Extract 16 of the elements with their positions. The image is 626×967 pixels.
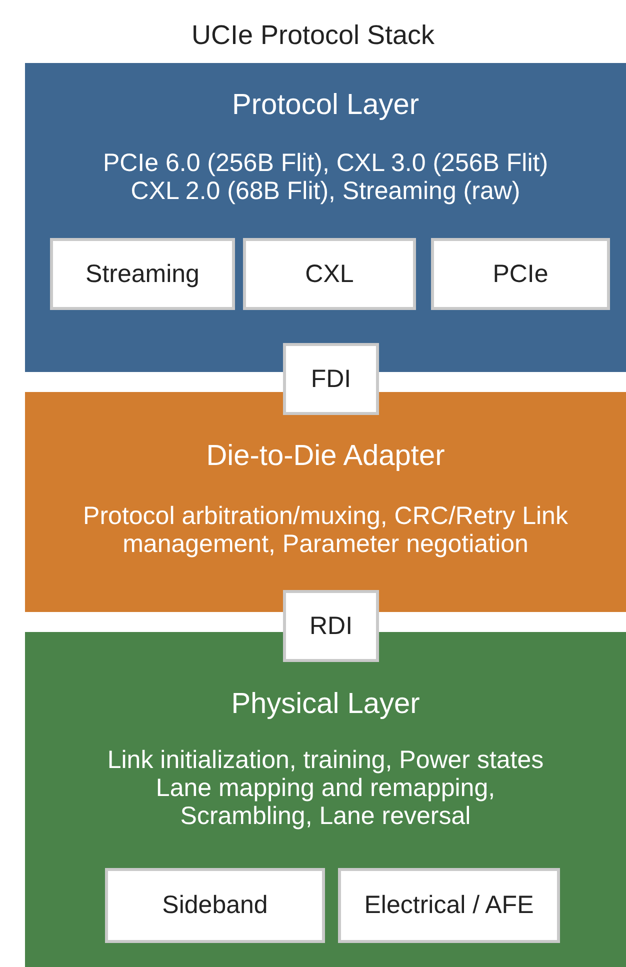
diagram-title: UCIe Protocol Stack <box>190 20 436 51</box>
layer-heading: Protocol Layer <box>231 89 420 122</box>
layer-panel <box>25 632 626 967</box>
layer-panel <box>25 392 626 612</box>
layer-description: Protocol arbitration/muxing, CRC/Retry Link management, Parameter negotiation <box>82 502 569 558</box>
component-box: Streaming <box>50 238 235 310</box>
component-box: Sideband <box>105 868 325 943</box>
layer-description: Link initialization, training, Power states Lane mapping and remapping, Scrambling, Lane reversal <box>106 746 545 830</box>
layer-description: PCIe 6.0 (256B Flit), CXL 3.0 (256B Flit) CXL 2.0 (68B Flit), Streaming (raw) <box>102 149 550 205</box>
layer-heading: Die-to-Die Adapter <box>205 440 446 473</box>
interface-box: FDI <box>283 343 379 415</box>
component-box: Electrical / AFE <box>338 868 560 943</box>
component-box: PCIe <box>431 238 610 310</box>
layer-heading: Physical Layer <box>230 688 421 721</box>
interface-box: RDI <box>283 590 379 662</box>
component-box: CXL <box>243 238 416 310</box>
